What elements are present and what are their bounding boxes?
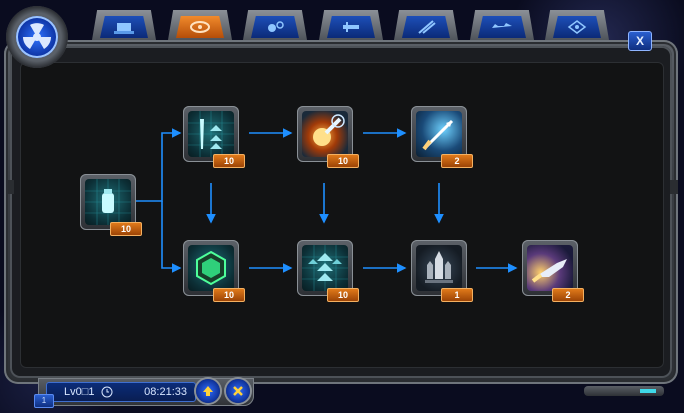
close-icon	[233, 386, 243, 396]
laser-gun-icon	[343, 22, 359, 32]
tech-node-hex-shield[interactable]: 10	[183, 240, 245, 302]
tab-missile[interactable]	[394, 10, 458, 40]
left-notch	[6, 180, 14, 194]
dart-icon	[422, 119, 454, 151]
tech-node-tools-upgrade[interactable]: 10	[183, 106, 245, 168]
missile-icon	[418, 20, 436, 34]
bottom-right-rail	[584, 386, 664, 396]
rocket-icon	[425, 251, 453, 283]
level-badge: 10	[213, 288, 245, 302]
tech-node-jet-strike[interactable]: 2	[522, 240, 584, 302]
level-badge: 10	[327, 288, 359, 302]
explosion-shell-icon	[313, 114, 345, 146]
aircraft-icon	[492, 23, 512, 28]
tech-node-rocket-launch[interactable]: 1	[411, 240, 473, 302]
status-display: Lv0□1 08:21:33	[46, 382, 196, 402]
tab-radar[interactable]	[168, 10, 232, 40]
orbital-cannon-icon	[268, 21, 284, 32]
triple-arrow-icon	[302, 245, 348, 291]
radar-dish-icon	[190, 21, 210, 33]
player-level: Lv0□1	[64, 386, 95, 398]
level-badge: 2	[441, 154, 473, 168]
tab-defense[interactable]	[92, 10, 156, 40]
tab-laser[interactable]	[319, 10, 383, 40]
arrow-up-icon	[203, 386, 213, 396]
right-notch	[670, 180, 678, 194]
tab-starship[interactable]	[545, 10, 609, 40]
level-badge: 2	[552, 288, 584, 302]
radiation-icon	[16, 16, 58, 58]
status-bar: Lv0□1 08:21:33	[38, 378, 254, 406]
defense-turret-icon	[114, 23, 134, 34]
canister-icon	[85, 179, 131, 225]
upgrade-button[interactable]	[196, 379, 220, 403]
jet-fighter-icon	[531, 259, 567, 283]
hexagon-shield-icon	[196, 250, 226, 286]
tech-node-stacked-boost[interactable]: 10	[297, 240, 359, 302]
wrench-arrows-icon	[188, 111, 234, 157]
level-badge: 1	[441, 288, 473, 302]
level-badge: 10	[110, 222, 142, 236]
clock-icon	[101, 386, 112, 398]
tech-node-canister[interactable]: 10	[80, 174, 142, 236]
close-button[interactable]: X	[628, 31, 652, 51]
faction-emblem	[6, 6, 68, 68]
starship-icon	[567, 20, 587, 34]
game-timer: 08:21:33	[144, 386, 187, 398]
cancel-button[interactable]	[226, 379, 250, 403]
tab-aircraft[interactable]	[470, 10, 534, 40]
tab-orbital[interactable]	[243, 10, 307, 40]
category-tabs	[92, 10, 612, 44]
tech-node-explosive-shell[interactable]: 10	[297, 106, 359, 168]
level-badge: 10	[213, 154, 245, 168]
tech-node-piercing-dart[interactable]: 2	[411, 106, 473, 168]
level-badge: 10	[327, 154, 359, 168]
minimize-button[interactable]: 1	[34, 394, 54, 408]
